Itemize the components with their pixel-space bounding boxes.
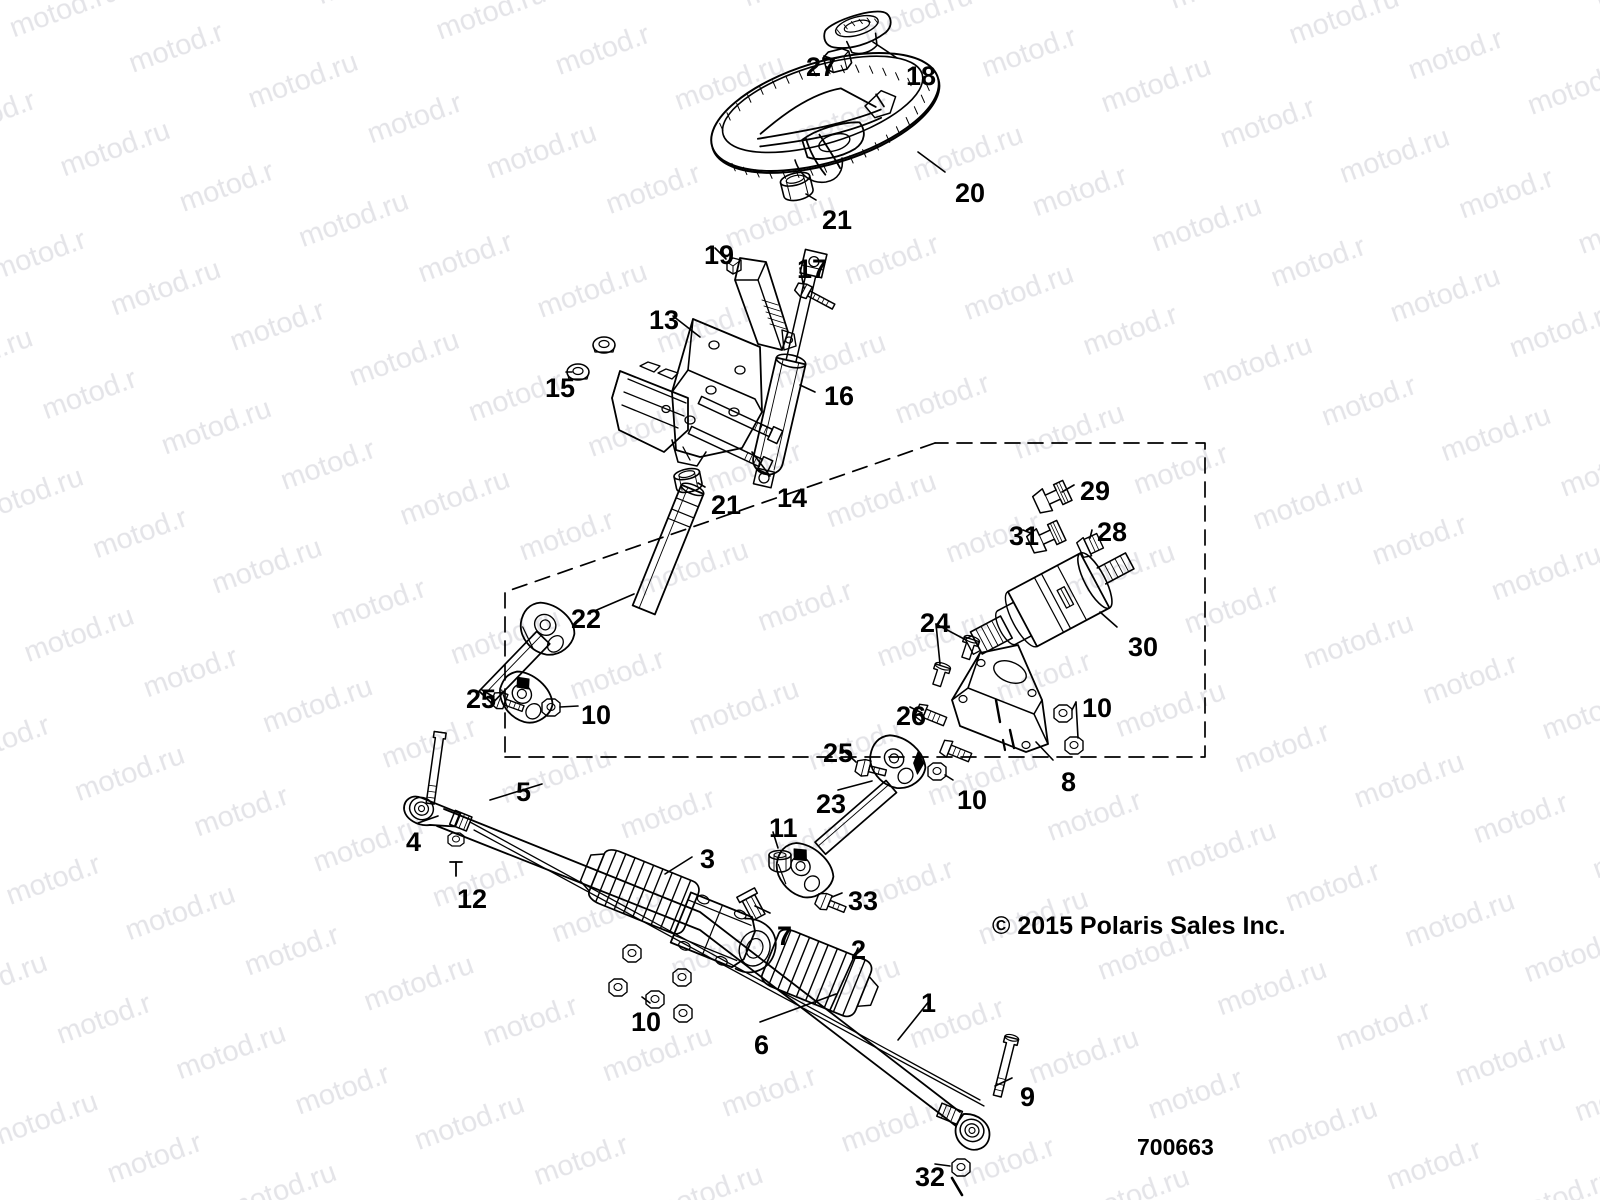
callout-6: 6 (754, 1030, 770, 1060)
callout-24: 24 (920, 608, 951, 638)
callout-18: 18 (906, 61, 937, 91)
callout-10-b: 10 (1082, 693, 1113, 723)
callout-11: 11 (769, 813, 798, 843)
callout-14: 14 (777, 483, 808, 513)
callout-21-a: 21 (822, 205, 853, 235)
callout-26: 26 (896, 701, 927, 731)
callout-17: 17 (797, 254, 828, 284)
callout-27: 27 (806, 52, 837, 82)
callout-21-b: 21 (711, 490, 742, 520)
callout-32: 32 (915, 1162, 946, 1192)
callout-25-a: 25 (466, 684, 497, 714)
callout-7: 7 (777, 921, 793, 951)
callout-15: 15 (545, 373, 576, 403)
callout-29: 29 (1080, 476, 1111, 506)
callout-3: 3 (700, 844, 716, 874)
callout-31: 31 (1009, 521, 1040, 551)
callout-10-d: 10 (631, 1007, 662, 1037)
callout-23: 23 (816, 789, 847, 819)
callout-30: 30 (1128, 632, 1159, 662)
callout-12: 12 (457, 884, 488, 914)
callout-20: 20 (955, 178, 986, 208)
callout-4: 4 (406, 827, 422, 857)
callout-2: 2 (851, 935, 867, 965)
callout-10-c: 10 (957, 785, 988, 815)
diagram-part-number: 700663 (1137, 1134, 1214, 1160)
callout-10-a: 10 (581, 700, 612, 730)
callout-25-b: 25 (823, 738, 854, 768)
callout-19: 19 (704, 240, 735, 270)
callout-5: 5 (516, 777, 532, 807)
callout-33: 33 (848, 886, 879, 916)
callout-28: 28 (1097, 517, 1128, 547)
callout-16: 16 (824, 381, 855, 411)
callout-22: 22 (571, 604, 602, 634)
callout-8: 8 (1061, 767, 1077, 797)
callout-13: 13 (649, 305, 680, 335)
callout-9: 9 (1020, 1082, 1036, 1112)
callout-1: 1 (921, 988, 937, 1018)
copyright-notice: © 2015 Polaris Sales Inc. (992, 912, 1286, 940)
